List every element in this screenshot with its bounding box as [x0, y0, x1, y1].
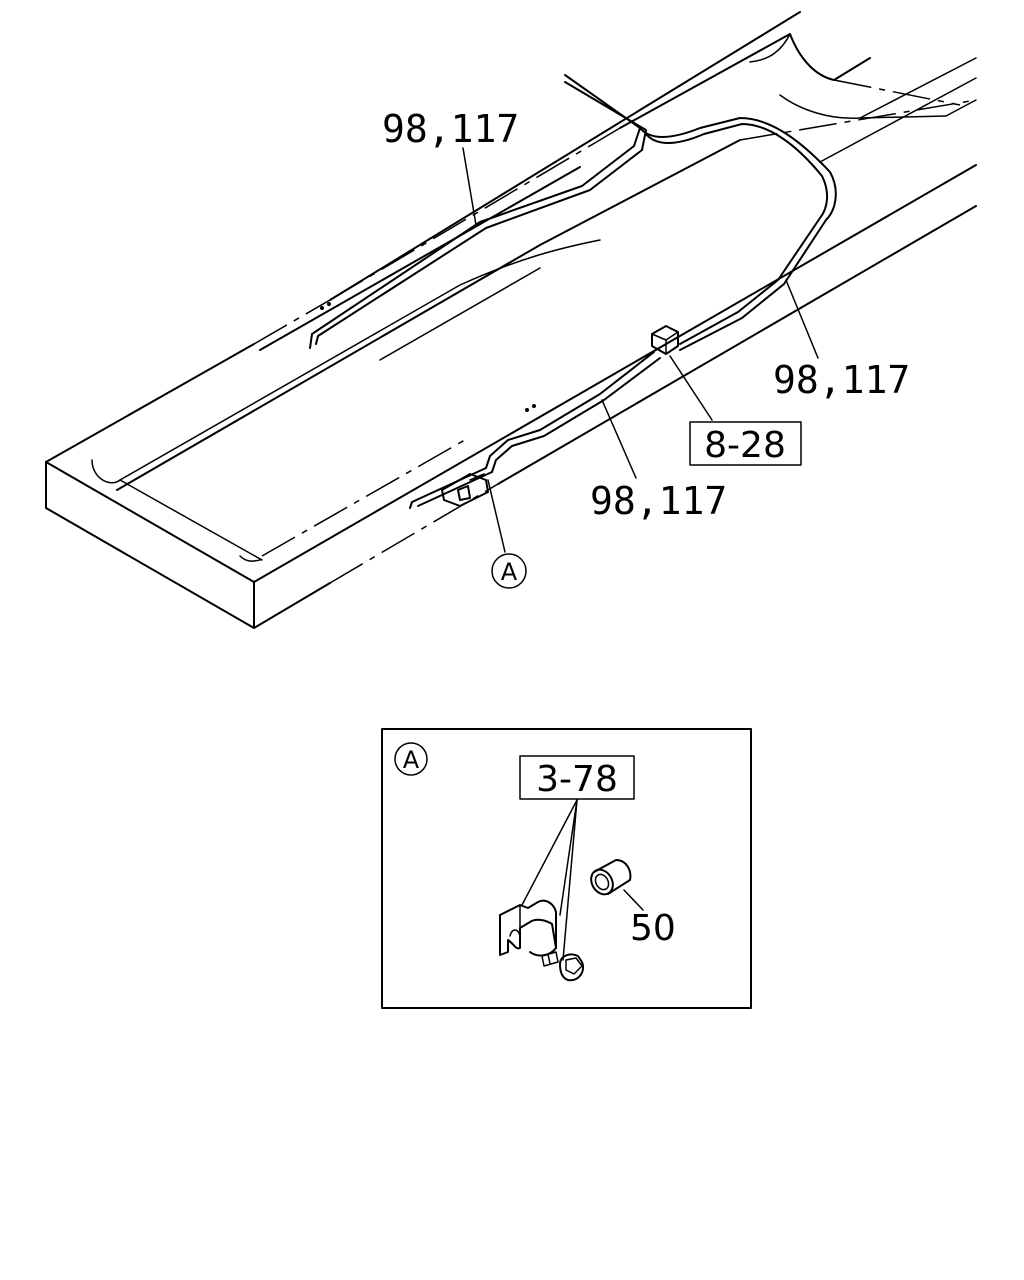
view-marker-a-label: A: [501, 558, 518, 586]
ref-box-main[interactable]: 8-28: [689, 421, 802, 466]
ref-box-main-label: 8-28: [704, 425, 786, 466]
pipe-label-lower: 98,117: [590, 479, 727, 523]
detail-view-panel: A 3-78 50: [381, 728, 752, 1009]
pipe-clip: [441, 473, 489, 507]
pipe-label-upper: 98,117: [382, 107, 519, 151]
pipe-main-loop: [639, 117, 837, 351]
view-marker-a[interactable]: A: [491, 553, 527, 589]
frame-rail: [45, 11, 977, 629]
pipe-junction-block: [651, 325, 679, 355]
sleeve-part: [590, 859, 632, 896]
leader-lines: [462, 147, 819, 553]
bolt: [541, 951, 584, 982]
detail-ref-box-label: 3-78: [536, 759, 618, 800]
detail-view-marker-label: A: [403, 746, 420, 774]
pipe-label-right: 98,117: [773, 358, 910, 402]
detail-view-marker: A: [394, 742, 428, 776]
detail-ref-box[interactable]: 3-78: [519, 755, 635, 800]
part-number-50: 50: [630, 908, 676, 949]
clip-bracket: [499, 899, 557, 957]
